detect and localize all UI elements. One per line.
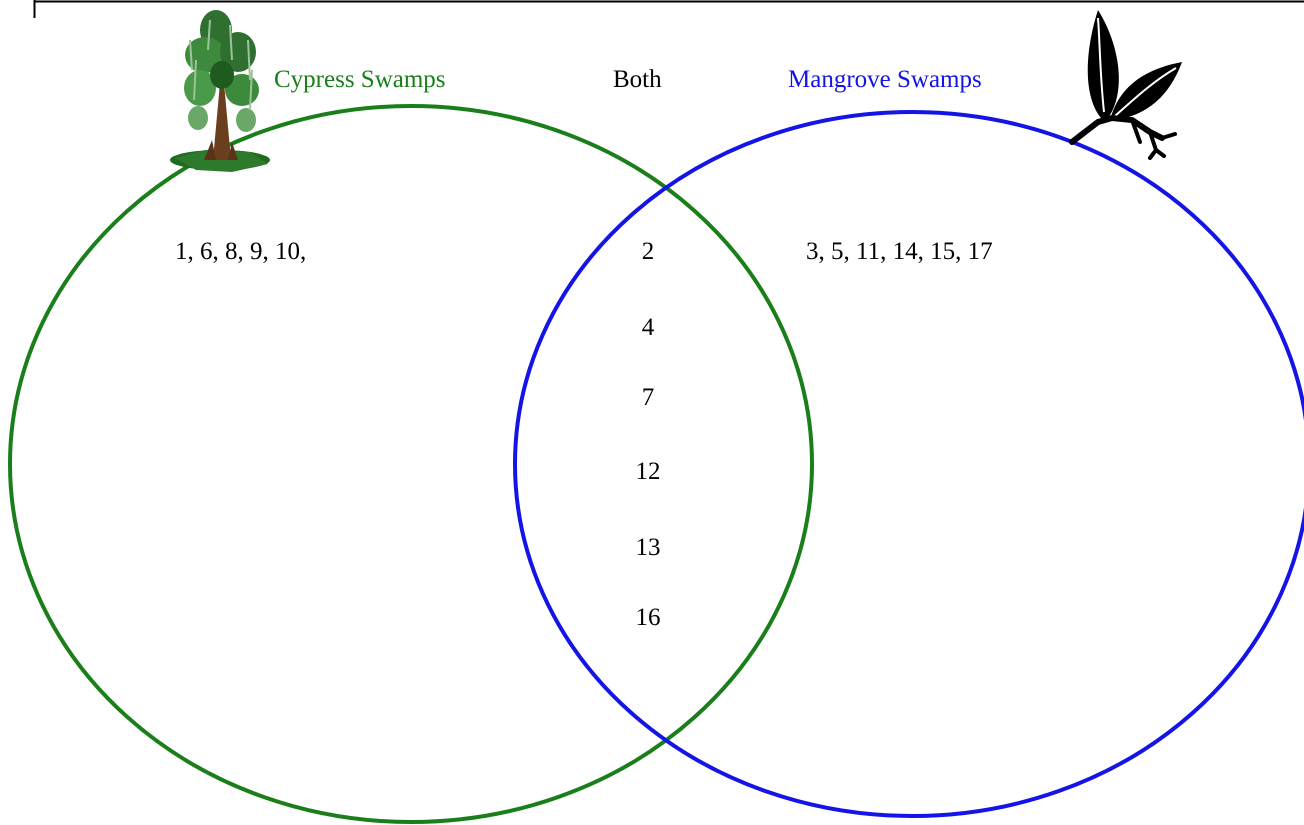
mangrove-circle xyxy=(513,110,1304,818)
overlap-item: 2 xyxy=(641,238,655,265)
cypress-title: Cypress Swamps xyxy=(274,66,446,93)
overlap-item: 13 xyxy=(635,534,661,561)
cypress-tree-icon xyxy=(170,10,270,172)
both-title: Both xyxy=(613,66,662,93)
mangrove-title: Mangrove Swamps xyxy=(788,66,982,93)
cypress-items: 1, 6, 8, 9, 10, xyxy=(175,238,307,265)
overlap-item: 12 xyxy=(635,458,661,485)
cypress-circle xyxy=(8,104,814,824)
overlap-item: 4 xyxy=(641,314,655,341)
mangrove-leaf-icon xyxy=(1069,10,1182,160)
overlap-item: 7 xyxy=(641,384,655,411)
mangrove-items: 3, 5, 11, 14, 15, 17 xyxy=(806,238,993,265)
overlap-item: 16 xyxy=(635,604,661,631)
